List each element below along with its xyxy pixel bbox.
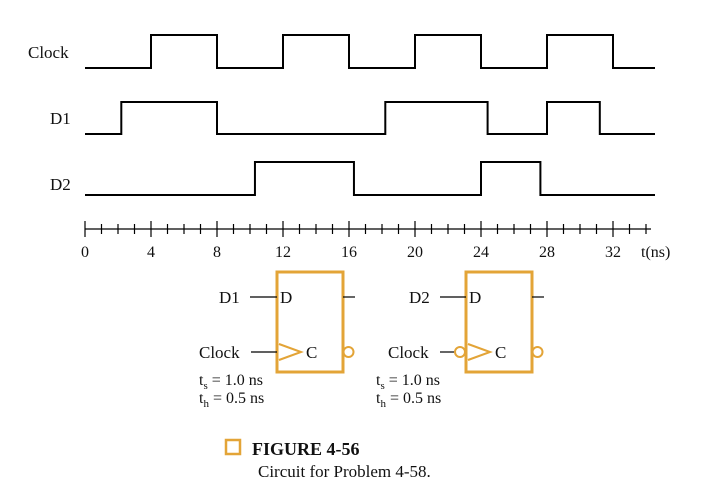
- d2-waveform: [85, 161, 655, 196]
- flipflop-1-clock-edge-icon: [278, 343, 304, 361]
- flipflop-1-d-pin: D: [280, 288, 292, 307]
- tick-label-20: 20: [407, 244, 423, 261]
- tick-label-12: 12: [275, 244, 291, 261]
- flipflop-1: D1 D Clock C ts = 1.0 ns th = 0.5 ns: [199, 270, 355, 410]
- flipflop-1-setup-time: ts = 1.0 ns: [199, 372, 263, 392]
- caption-square-icon: [224, 438, 242, 456]
- signal-label-d2: D2: [50, 175, 71, 194]
- flipflop-2-setup-time: ts = 1.0 ns: [376, 372, 440, 392]
- figure-caption: FIGURE 4-56 Circuit for Problem 4-58.: [224, 438, 431, 481]
- clock-waveform: [85, 34, 655, 69]
- time-axis-labels: 0 4 8 12 16 20 24 28 32: [81, 244, 621, 261]
- flipflop-2-qbar-bubble-icon: [531, 346, 544, 358]
- tick-label-8: 8: [213, 244, 221, 261]
- tick-label-0: 0: [81, 244, 89, 261]
- time-axis: 0 4 8 12 16 20 24 28 32 t(ns): [81, 221, 670, 261]
- tick-label-28: 28: [539, 244, 555, 261]
- flipflop-1-qbar-bubble-icon: [342, 346, 355, 358]
- caption-title: FIGURE 4-56: [252, 439, 360, 459]
- flipflop-2-clock-invert-bubble-icon: [454, 346, 466, 358]
- flipflop-1-hold-time: th = 0.5 ns: [199, 390, 264, 410]
- caption-text: Circuit for Problem 4-58.: [258, 462, 431, 481]
- flipflop-1-body: [275, 270, 345, 374]
- flipflop-2: D2 D Clock C ts = 1.0 ns th = 0.5 ns: [376, 270, 544, 410]
- flipflop-1-d-input-label: D1: [219, 288, 240, 307]
- tick-label-4: 4: [147, 244, 155, 261]
- time-unit-label: t(ns): [641, 244, 670, 261]
- d1-waveform: [85, 101, 655, 135]
- signal-label-clock: Clock: [28, 43, 69, 62]
- flipflop-2-body: [464, 270, 534, 374]
- flipflop-1-clock-input-label: Clock: [199, 343, 240, 362]
- flipflop-2-clk-pin: C: [495, 343, 506, 362]
- flipflop-2-d-pin: D: [469, 288, 481, 307]
- flipflop-2-clock-edge-icon: [467, 343, 493, 361]
- signal-label-d1: D1: [50, 109, 71, 128]
- flipflop-2-hold-time: th = 0.5 ns: [376, 390, 441, 410]
- flipflop-1-clk-pin: C: [306, 343, 317, 362]
- tick-label-32: 32: [605, 244, 621, 261]
- time-axis-ticks: [84, 221, 647, 237]
- flipflop-2-clock-input-label: Clock: [388, 343, 429, 362]
- tick-label-16: 16: [341, 244, 357, 261]
- tick-label-24: 24: [473, 244, 489, 261]
- flipflop-2-d-input-label: D2: [409, 288, 430, 307]
